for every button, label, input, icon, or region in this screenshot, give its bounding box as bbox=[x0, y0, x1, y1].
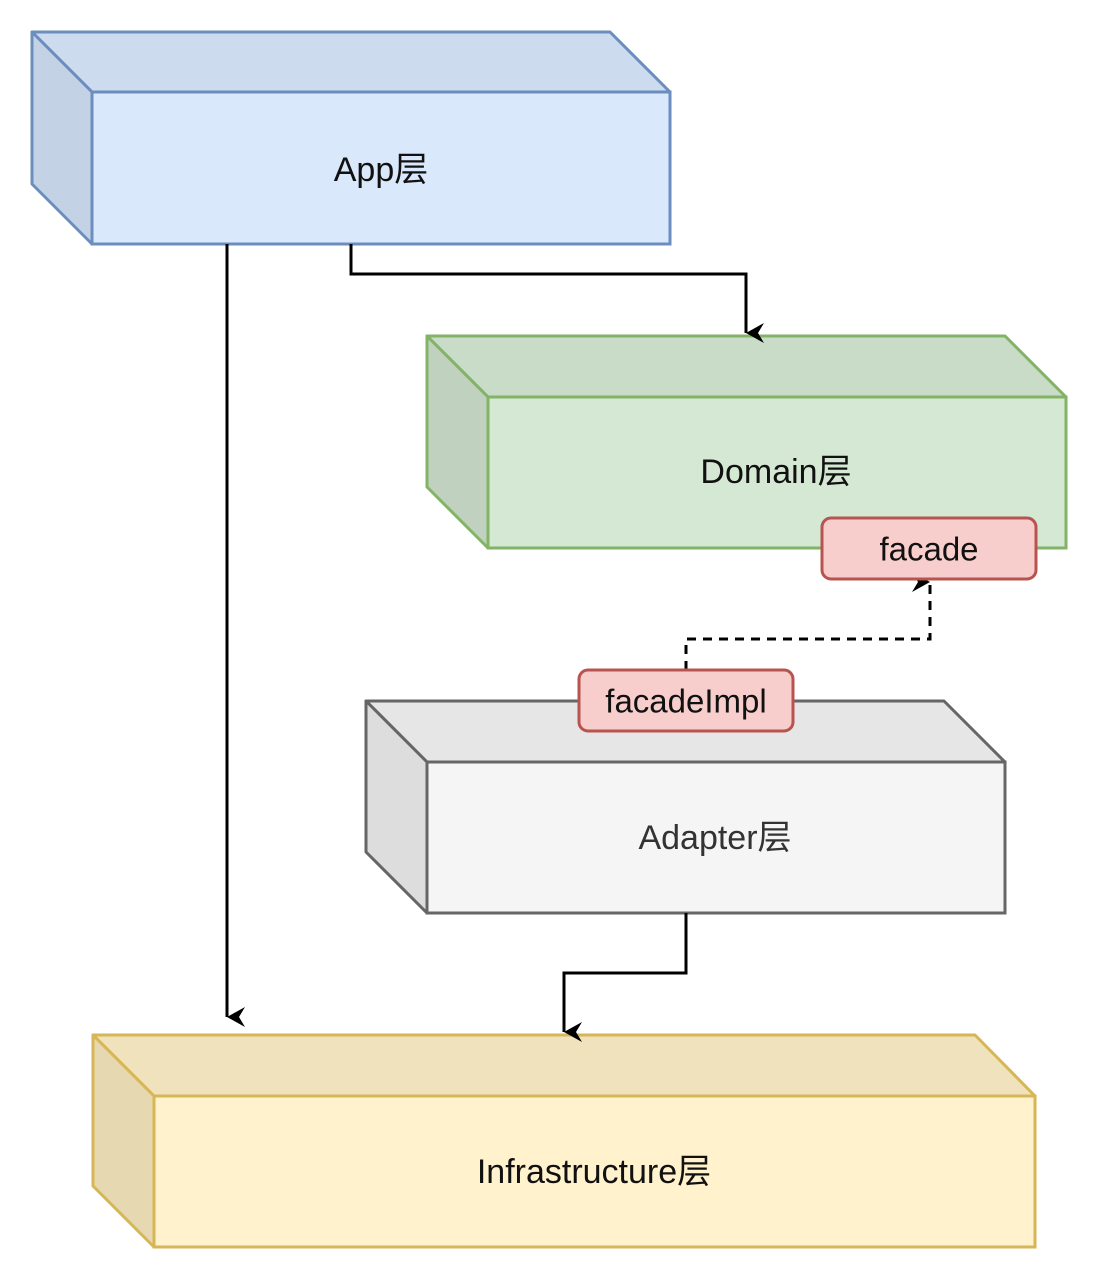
adapter-layer-label: Adapter层 bbox=[638, 819, 791, 857]
facade-tag-box bbox=[820, 516, 1038, 581]
facade-tag[interactable]: facade bbox=[820, 516, 1038, 581]
app-to-domain-arrow bbox=[349, 244, 764, 343]
infrastructure-layer-front-face bbox=[152, 1094, 1037, 1249]
facade-impl-tag-label: facadeImpl bbox=[605, 683, 766, 720]
adapter-to-infrastructure-arrow bbox=[562, 913, 688, 1042]
app-layer-label: App层 bbox=[334, 151, 429, 189]
adapter-layer-front-face bbox=[425, 760, 1007, 915]
infrastructure-layer-top-face bbox=[91, 1033, 1037, 1098]
infrastructure-layer-label: Infrastructure层 bbox=[477, 1153, 711, 1191]
facade-impl-tag[interactable]: facadeImpl bbox=[577, 668, 795, 733]
facade-impl-tag-box bbox=[577, 668, 795, 733]
domain-layer-block[interactable]: Domain层 bbox=[425, 334, 1068, 550]
infrastructure-layer-block[interactable]: Infrastructure层 bbox=[91, 1033, 1037, 1249]
app-layer-top-face bbox=[30, 30, 672, 94]
facade-tag-label: facade bbox=[879, 531, 978, 568]
adapter-layer-block[interactable]: Adapter层 bbox=[364, 699, 1007, 915]
app-layer-block[interactable]: App层 bbox=[30, 30, 672, 246]
facadeimpl-to-facade-dashed-arrow bbox=[684, 572, 932, 670]
domain-layer-label: Domain层 bbox=[700, 453, 851, 491]
app-layer-front-face bbox=[90, 90, 672, 246]
domain-layer-top-face bbox=[425, 334, 1068, 399]
